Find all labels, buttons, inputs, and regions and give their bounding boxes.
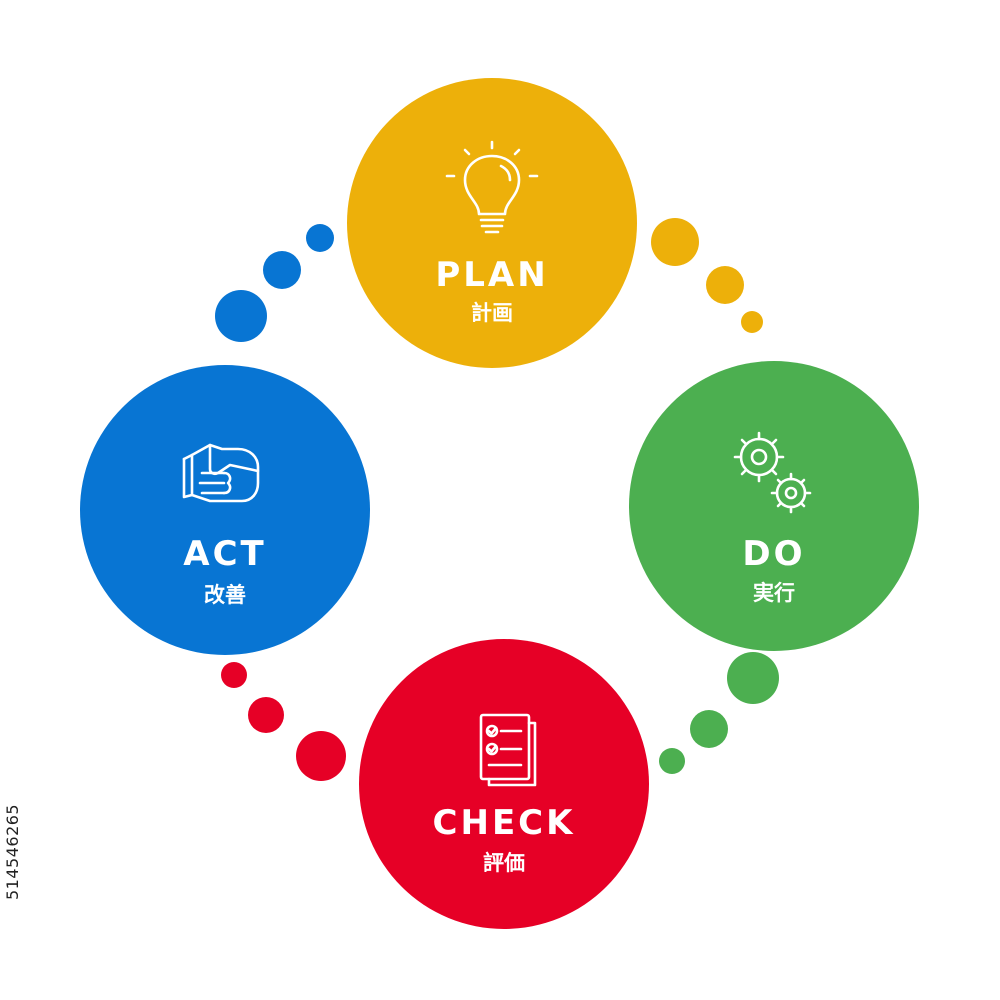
connector-dot-act-plan bbox=[263, 251, 301, 289]
check-sublabel: 評価 bbox=[483, 851, 525, 875]
act-node: ACT 改善 bbox=[80, 365, 370, 655]
connector-dot-check-act bbox=[221, 662, 247, 688]
stock-id-text: 514546265 bbox=[3, 803, 22, 900]
connector-dot-check-act bbox=[296, 731, 346, 781]
check-label: CHECK bbox=[432, 803, 576, 843]
connector-dot-act-plan bbox=[215, 290, 267, 342]
plan-node: PLAN 計画 bbox=[347, 78, 637, 368]
plan-label: PLAN bbox=[435, 255, 549, 295]
connector-dot-act-plan bbox=[306, 224, 334, 252]
connector-dot-do-check bbox=[659, 748, 685, 774]
connector-dot-do-check bbox=[690, 710, 728, 748]
handshake-icon bbox=[182, 443, 260, 503]
do-sublabel: 実行 bbox=[753, 581, 795, 605]
act-label: ACT bbox=[183, 534, 267, 574]
gears-icon bbox=[733, 431, 812, 514]
check-node: CHECK 評価 bbox=[359, 639, 649, 929]
connector-dot-check-act bbox=[248, 697, 284, 733]
do-label: DO bbox=[742, 534, 806, 574]
connector-dot-plan-do bbox=[651, 218, 699, 266]
plan-sublabel: 計画 bbox=[471, 301, 513, 325]
connector-dot-do-check bbox=[727, 652, 779, 704]
checklist-icon bbox=[479, 713, 537, 787]
connector-dot-plan-do bbox=[741, 311, 763, 333]
connector-dot-plan-do bbox=[706, 266, 744, 304]
act-sublabel: 改善 bbox=[204, 583, 246, 607]
lightbulb-icon bbox=[445, 140, 539, 234]
do-node: DO 実行 bbox=[629, 361, 919, 651]
